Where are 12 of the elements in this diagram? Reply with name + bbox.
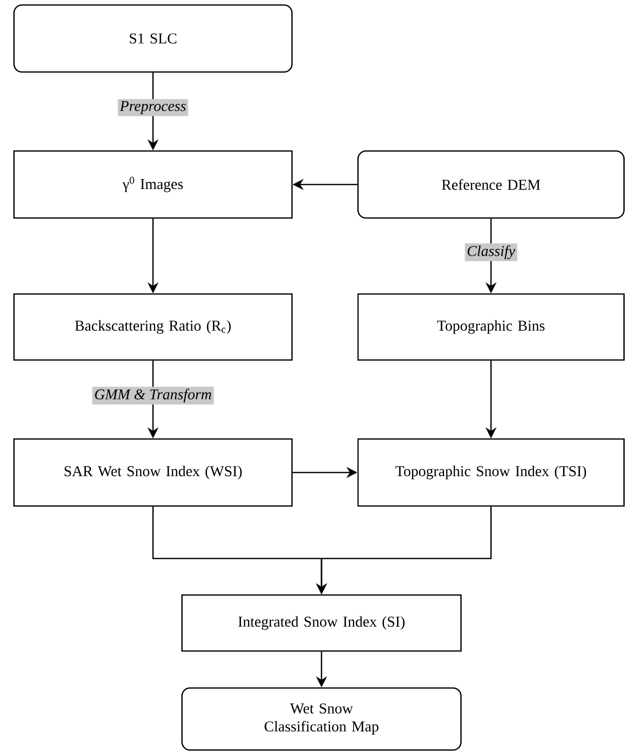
process-box: γ$^{0}$ Images: [13, 150, 293, 219]
edge-label: GMM & Transform: [92, 386, 214, 404]
edge-label: Classify: [464, 243, 518, 262]
rounded-box: Reference DEM: [357, 150, 625, 219]
process-box: Topographic Snow Index (TSI): [357, 438, 625, 507]
edge-label: Preprocess: [118, 99, 188, 116]
process-box: SAR Wet Snow Index (WSI): [13, 438, 293, 507]
rounded-box: Wet Snow Classification Map: [181, 687, 462, 751]
process-box: Topographic Bins: [357, 293, 625, 361]
process-box: Backscattering Ratio (R$_{c}$): [13, 293, 293, 361]
process-box: Integrated Snow Index (SI): [181, 594, 462, 652]
rounded-box: S1 SLC: [13, 4, 293, 73]
